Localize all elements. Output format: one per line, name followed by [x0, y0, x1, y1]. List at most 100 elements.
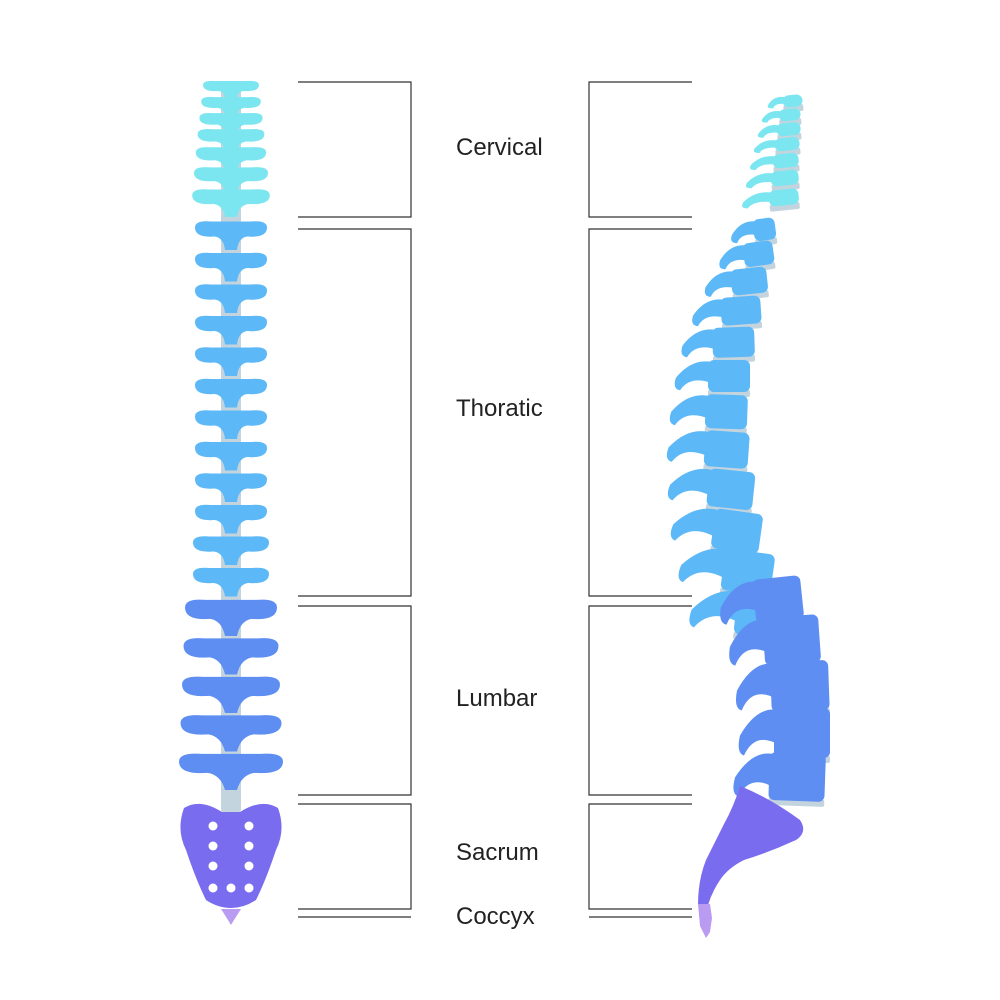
sacral-foramen [244, 841, 254, 851]
cervical-vertebra-lateral [753, 136, 801, 157]
cervical-vertebra-lateral-body [772, 152, 799, 169]
thoracic-vertebra-lateral-process [669, 395, 712, 426]
bracket-right-cervical [588, 81, 692, 218]
thoracic-vertebra-body [195, 441, 267, 471]
thoracic-vertebra-body [195, 410, 267, 439]
thoracic-vertebra-lateral-process [681, 329, 719, 358]
cervical-vertebra [192, 189, 270, 217]
bracket-left-thoracic [298, 228, 412, 597]
cervical-vertebra-lateral [742, 188, 800, 212]
thoracic-vertebra [193, 567, 269, 597]
thoracic-vertebra [195, 284, 267, 313]
lumbar-vertebra [185, 599, 277, 636]
thoracic-vertebra-lateral-body [742, 240, 775, 267]
sacral-foramen [208, 883, 218, 893]
thoracic-vertebra-body [195, 221, 267, 250]
lumbar-vertebra-lateral-body [752, 575, 804, 624]
sacrum-shape [180, 803, 282, 908]
lumbar-vertebra-body [183, 638, 279, 675]
thoracic-vertebra-lateral-process [670, 508, 720, 541]
thoracic-vertebra [195, 252, 267, 282]
lumbar-vertebra [179, 753, 283, 790]
sacrum-posterior [180, 803, 282, 908]
cervical-vertebra-lateral-process [757, 125, 783, 138]
lumbar-vertebra-lateral-body [770, 660, 830, 712]
thoracic-vertebra-lateral-body [752, 217, 777, 242]
thoracic-vertebra-lateral [666, 430, 750, 474]
thoracic-vertebra-body [195, 347, 267, 376]
lumbar-vertebra-lateral [733, 752, 826, 807]
thoracic-vertebra-lateral-process [667, 468, 714, 501]
thoracic-vertebra-body [195, 284, 267, 313]
cervical-vertebra-body [197, 129, 265, 153]
thoracic-vertebra-body [195, 315, 267, 345]
lumbar-vertebra-lateral-process [733, 753, 775, 797]
thoracic-vertebra [193, 536, 269, 565]
thoracic-vertebra [195, 347, 267, 376]
thoracic-vertebra-lateral-process [731, 221, 761, 244]
cervical-vertebra [199, 112, 263, 135]
thoracic-vertebra-lateral-body [712, 326, 755, 358]
lumbar-vertebra-lateral-process [720, 581, 762, 625]
thoracic-vertebra [195, 441, 267, 471]
thoracic-vertebra-body [195, 473, 267, 502]
cervical-vertebra-body [203, 80, 259, 100]
cervical-vertebra-body [194, 167, 268, 194]
lumbar-vertebra-body [179, 753, 283, 790]
thoracic-vertebra-lateral-process [678, 548, 730, 583]
thoracic-vertebra-lateral [674, 360, 750, 397]
thoracic-vertebra-lateral-body [703, 430, 750, 469]
lumbar-vertebra [180, 715, 282, 752]
lumbar-vertebra-lateral-process [738, 709, 780, 756]
cervical-vertebra-lateral-process [767, 96, 789, 109]
coccyx-lateral [698, 904, 712, 938]
sacral-foramen [226, 883, 236, 893]
thoracic-vertebra-lateral [681, 326, 756, 363]
cervical-vertebra-lateral-process [753, 140, 781, 153]
cervical-vertebra-lateral-process [745, 173, 778, 189]
thoracic-vertebra [195, 504, 267, 534]
bracket-left-lumbar [298, 605, 412, 796]
cervical-vertebra-lateral [745, 169, 800, 192]
label-cervical: Cervical [456, 134, 543, 161]
lumbar-vertebra-lateral-body [768, 752, 826, 802]
sacral-foramen [244, 861, 254, 871]
thoracic-vertebra-lateral-body [708, 360, 750, 392]
thoracic-vertebra-lateral [669, 394, 748, 435]
sacral-foramen [244, 883, 254, 893]
bracket-left-sacrum [298, 803, 412, 910]
thoracic-vertebra-lateral-body [730, 266, 768, 296]
thoracic-vertebra-lateral-body [711, 508, 763, 554]
thoracic-vertebra-lateral [692, 295, 763, 331]
coccyx-posterior [221, 909, 241, 925]
lumbar-vertebra-lateral-body [774, 708, 830, 758]
thoracic-vertebra-lateral-process [719, 245, 751, 270]
sacral-foramen [244, 821, 254, 831]
cervical-vertebra-body [201, 96, 261, 118]
sacral-foramen [208, 861, 218, 871]
cervical-vertebra [203, 80, 259, 100]
lumbar-vertebra-body [185, 599, 277, 636]
bracket-right-lumbar [588, 605, 692, 796]
lumbar-vertebra [182, 676, 280, 713]
cervical-vertebra-lateral-process [742, 192, 776, 209]
region-brackets [298, 81, 692, 918]
cervical-vertebra [201, 96, 261, 118]
cervical-vertebra-body [199, 112, 263, 135]
cervical-vertebra-lateral-process [761, 110, 785, 123]
thoracic-vertebra-lateral-process [704, 271, 739, 297]
cervical-vertebra-body [192, 189, 270, 217]
cervical-vertebra-body [195, 147, 267, 172]
lumbar-vertebra-body [182, 676, 280, 713]
sacral-foramen [208, 821, 218, 831]
label-lumbar: Lumbar [456, 685, 538, 712]
cervical-vertebra [195, 147, 267, 172]
thoracic-vertebra-lateral-body [705, 394, 748, 430]
label-coccyx: Coccyx [456, 903, 535, 930]
cervical-vertebra [197, 129, 265, 153]
lumbar-vertebra-lateral-process [736, 663, 778, 711]
lateral-spine-view [666, 94, 830, 938]
cervical-vertebra-lateral-process [749, 156, 780, 171]
sacral-foramen [208, 841, 218, 851]
